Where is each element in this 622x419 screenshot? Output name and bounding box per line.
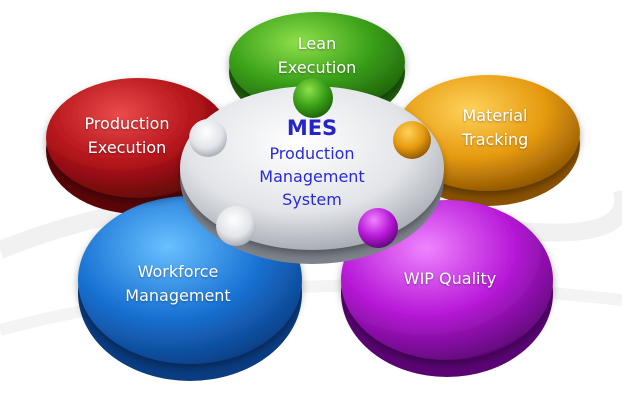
- label-line: Tracking: [461, 130, 529, 149]
- puzzle-tab-workforce: [216, 206, 256, 246]
- puzzle-tab-production: [189, 119, 227, 157]
- label-line: Execution: [87, 138, 167, 157]
- label-line: Management: [125, 286, 231, 305]
- center-subtitle-line: Production: [269, 144, 355, 163]
- label-material-tracking: Material Tracking: [435, 104, 555, 152]
- label-line: Workforce: [137, 262, 219, 281]
- label-lean-execution: Lean Execution: [267, 32, 367, 80]
- label-line: Execution: [277, 58, 357, 77]
- center-subtitle-line: Management: [259, 167, 365, 186]
- label-workforce-management: Workforce Management: [118, 260, 238, 308]
- label-production-execution: Production Execution: [72, 112, 182, 160]
- label-line: Production: [84, 114, 170, 133]
- label-wip-quality: WIP Quality: [390, 267, 510, 291]
- puzzle-tab-lean: [293, 78, 333, 118]
- petal-lean-execution: [229, 12, 405, 112]
- label-line: Material: [462, 106, 528, 125]
- center-subtitle-line: System: [282, 190, 342, 209]
- label-line: WIP Quality: [403, 269, 497, 288]
- puzzle-tab-material: [393, 121, 431, 159]
- label-line: Lean: [297, 34, 337, 53]
- puzzle-tab-wip: [358, 208, 398, 248]
- center-title: MES: [286, 116, 338, 140]
- center-label: MES Production Management System: [222, 114, 402, 211]
